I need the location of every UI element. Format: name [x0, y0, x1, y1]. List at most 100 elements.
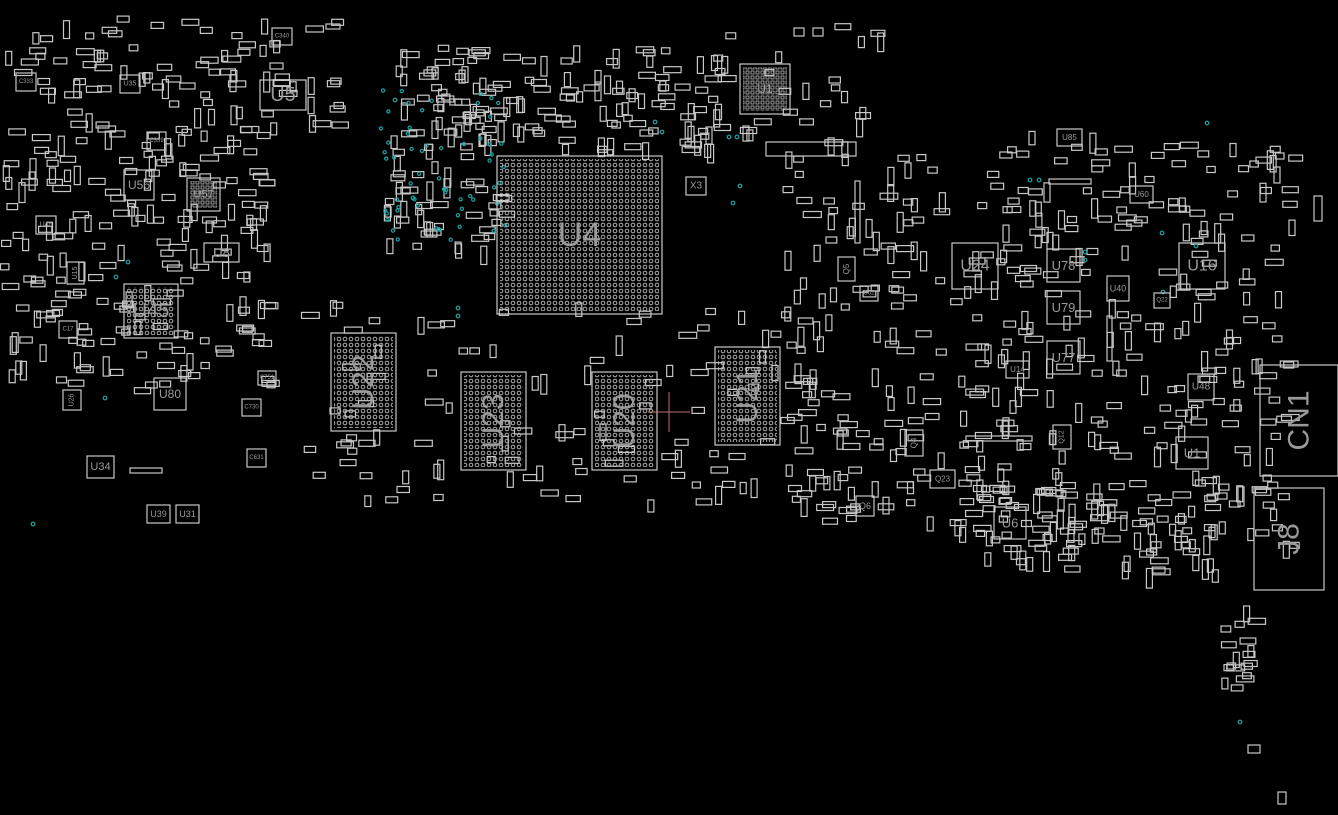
component-outline	[1187, 373, 1215, 401]
component-u8[interactable]: U8	[203, 242, 240, 263]
component-outline	[739, 63, 791, 115]
component-outline	[1056, 128, 1083, 147]
component-c339[interactable]: C339	[146, 131, 167, 151]
component-label: U80	[159, 387, 181, 401]
component-c17[interactable]: C17	[58, 320, 78, 339]
component-u78[interactable]: U78	[1046, 248, 1081, 283]
component-outline	[993, 506, 1027, 540]
component-label: U78	[1052, 258, 1076, 273]
component-u26[interactable]: U26	[62, 389, 82, 411]
component-label: U5	[270, 84, 296, 106]
component-u16[interactable]: U16	[1178, 242, 1226, 290]
passive-components	[0, 15, 1323, 805]
component-outline	[86, 455, 115, 479]
component-u46[interactable]: U46	[35, 215, 57, 235]
component-u79[interactable]: U79	[1046, 290, 1081, 325]
component-u60[interactable]: U60	[1129, 185, 1154, 204]
component-label: U26	[69, 393, 76, 406]
component-outline	[460, 371, 527, 471]
component-u77[interactable]: U77	[1046, 340, 1081, 375]
ball-grid	[500, 159, 659, 311]
component-label: U34	[90, 461, 110, 473]
component-outline	[859, 285, 879, 302]
component-outline	[146, 504, 171, 524]
component-outline	[1106, 275, 1130, 302]
component-u22[interactable]: U22	[330, 332, 397, 432]
component-label: U57	[193, 189, 213, 201]
ball-grid	[334, 336, 393, 428]
component-label: U02	[863, 291, 875, 297]
component-q12[interactable]: Q12	[1052, 424, 1072, 450]
component-label: X3	[690, 181, 703, 192]
ball-grid	[595, 375, 654, 467]
component-u5[interactable]: U5	[259, 79, 307, 111]
component-label: Q23	[935, 475, 951, 484]
component-u57[interactable]: U57	[186, 177, 221, 212]
component-label: U4	[558, 216, 601, 254]
component-u24[interactable]: U24	[951, 242, 999, 290]
component-u40[interactable]: U40	[1106, 275, 1130, 302]
component-outline	[1259, 364, 1338, 477]
component-q23[interactable]: Q23	[929, 469, 956, 489]
component-label: Q5	[842, 263, 851, 274]
component-u80[interactable]: U80	[153, 377, 187, 411]
component-u56[interactable]: U56	[123, 169, 155, 201]
component-outline	[186, 177, 221, 212]
component-label: U14	[1010, 365, 1025, 374]
component-label: C17	[62, 327, 74, 333]
component-outline	[1129, 185, 1154, 204]
component-u23[interactable]: U23	[460, 371, 527, 471]
component-u1[interactable]: U1	[739, 63, 791, 115]
component-c340[interactable]: C340	[271, 27, 293, 46]
component-outline	[1175, 436, 1209, 470]
component-c631[interactable]: C631	[246, 448, 267, 468]
component-x3[interactable]: X3	[685, 176, 707, 196]
ball-grid	[718, 350, 777, 442]
component-u39[interactable]: U39	[146, 504, 171, 524]
component-c751[interactable]: C751	[257, 370, 277, 386]
component-outline	[837, 256, 856, 282]
ball-grid	[743, 67, 787, 111]
component-outline	[15, 72, 37, 92]
component-cn1[interactable]: CN1	[1259, 364, 1338, 477]
component-u85[interactable]: U85	[1056, 128, 1083, 147]
component-u1[interactable]: U1	[1175, 436, 1209, 470]
component-label: U56	[128, 178, 150, 192]
component-outline	[62, 389, 82, 411]
component-u15[interactable]: U15	[66, 261, 85, 285]
component-u31[interactable]: U31	[175, 504, 200, 524]
component-label: C339	[149, 138, 164, 144]
component-u14[interactable]: U14	[1005, 360, 1030, 379]
component-u6[interactable]: U6	[993, 506, 1027, 540]
component-u20[interactable]: U20	[591, 371, 658, 471]
component-outline	[203, 242, 240, 263]
component-label: U79	[1052, 300, 1076, 315]
component-u21[interactable]: U21	[714, 346, 781, 446]
component-label: U77	[1052, 350, 1076, 365]
component-c730[interactable]: C730	[241, 398, 262, 417]
component-label: U1	[1184, 446, 1201, 461]
component-q22[interactable]: Q22	[1153, 292, 1171, 309]
component-outline	[271, 27, 293, 46]
component-label: U21	[731, 368, 764, 423]
component-c333[interactable]: C333	[15, 72, 37, 92]
component-q4[interactable]: Q4	[904, 429, 924, 457]
component-q5[interactable]: Q5	[837, 256, 856, 282]
component-u48[interactable]: U48	[1187, 373, 1215, 401]
cursor-crosshair	[648, 392, 690, 432]
component-outline	[1253, 487, 1325, 591]
component-outline	[1052, 424, 1072, 450]
component-u35[interactable]: U35	[119, 74, 141, 94]
component-u34[interactable]: U34	[86, 455, 115, 479]
component-label: Q12	[1059, 430, 1066, 443]
component-u45[interactable]: U45	[123, 283, 179, 339]
component-label: U6	[1002, 516, 1019, 531]
component-j8[interactable]: J8	[1253, 487, 1325, 591]
component-u02[interactable]: U02	[859, 285, 879, 302]
component-q6[interactable]: Q6	[855, 495, 875, 517]
component-label: U15	[72, 266, 79, 279]
component-u4[interactable]: U4	[496, 155, 663, 315]
component-outline	[1153, 292, 1171, 309]
